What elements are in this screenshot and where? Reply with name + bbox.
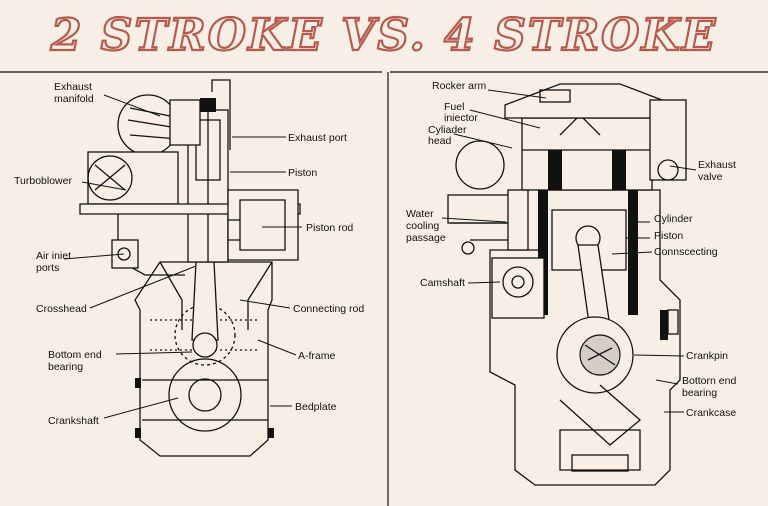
label-piston: Piston xyxy=(288,167,317,179)
label-bottom-end-1: Bottom end xyxy=(48,349,102,361)
label-bottom-end-right-2: bearing xyxy=(682,387,717,399)
label-water-passage-1: Water xyxy=(406,208,434,220)
label-fuel-injector-1: Fuel xyxy=(444,101,464,113)
label-cylinder: Cylinder xyxy=(654,213,693,225)
label-connecting-rod: Connecting rod xyxy=(293,303,364,315)
label-crankpin: Crankpin xyxy=(686,350,728,362)
label-piston-rod: Piston rod xyxy=(306,222,353,234)
label-turboblower: Turboblower xyxy=(14,175,72,187)
label-cylinder-head-2: head xyxy=(428,135,452,147)
label-bottom-end-right-1: Bottorn end xyxy=(682,375,736,387)
label-water-passage-2: cooling xyxy=(406,220,439,232)
label-crankshaft: Crankshaft xyxy=(48,415,99,427)
label-fuel-injector-2: iniector xyxy=(444,112,478,124)
label-crankcase: Crankcase xyxy=(686,407,736,419)
four-stroke-engine-drawing xyxy=(447,83,687,486)
label-bottom-end-2: bearing xyxy=(48,361,83,373)
right-leader-lines xyxy=(441,89,697,413)
label-air-inlet-1: Air iniet xyxy=(36,250,71,262)
left-labels: Exhaust manifold Exhaust port Turboblowe… xyxy=(14,81,364,427)
label-exhaust-manifold-2: manifold xyxy=(54,93,94,105)
label-bedplate: Bedplate xyxy=(295,401,337,413)
left-leader-lines xyxy=(63,94,302,419)
label-crosshead: Crosshead xyxy=(36,303,87,315)
page-title: 2 STROKE VS. 4 STROKE xyxy=(50,10,718,61)
label-camshaft: Camshaft xyxy=(420,277,465,289)
two-stroke-engine-drawing xyxy=(79,79,301,457)
label-exhaust-manifold-1: Exhaust xyxy=(54,81,92,93)
label-exhaust-valve-2: valve xyxy=(698,171,723,183)
right-labels: Rocker arm Fuel iniector Cyliader head E… xyxy=(406,80,736,419)
label-connecting: Connscecting xyxy=(654,246,718,258)
label-air-inlet-2: ports xyxy=(36,262,59,274)
label-cylinder-head-1: Cyliader xyxy=(428,124,467,136)
label-piston-right: Piston xyxy=(654,230,683,242)
label-a-frame: A-frame xyxy=(298,350,336,362)
label-rocker-arm: Rocker arm xyxy=(432,80,487,92)
label-exhaust-port: Exhaust port xyxy=(288,132,347,144)
label-exhaust-valve-1: Exhaust xyxy=(698,159,736,171)
label-water-passage-3: passage xyxy=(406,232,446,244)
